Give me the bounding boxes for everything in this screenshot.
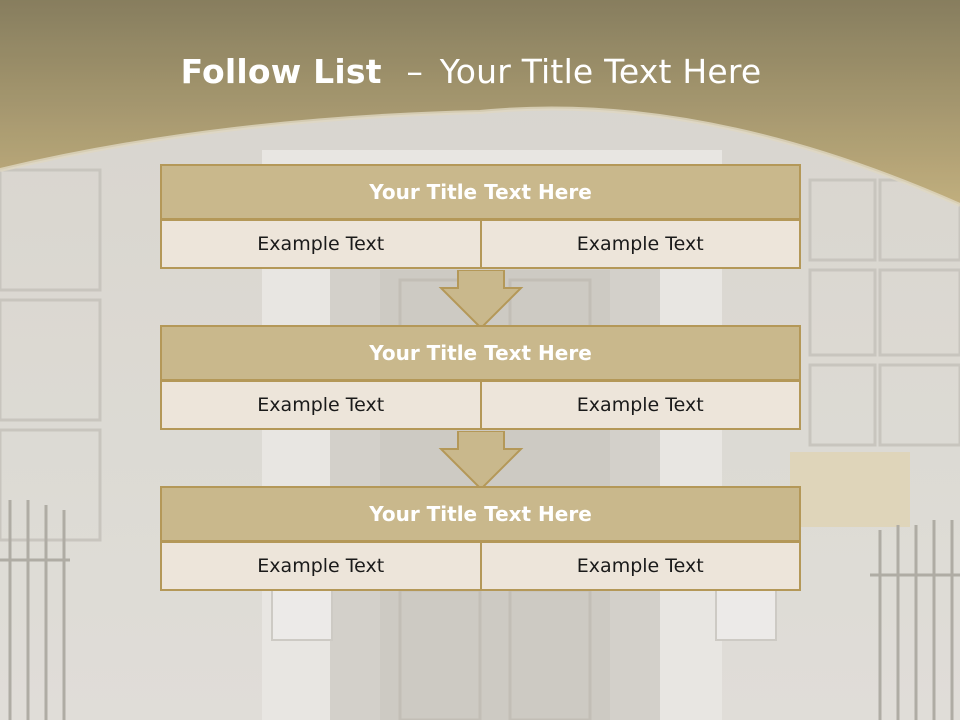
step-cell-right: Example Text xyxy=(479,219,801,269)
step-block: Your Title Text Here Example Text Exampl… xyxy=(160,164,801,269)
slide-title-rest: Your Title Text Here xyxy=(439,52,762,91)
down-arrow-icon xyxy=(438,270,524,330)
step-row: Example Text Example Text xyxy=(160,219,801,269)
step-row: Example Text Example Text xyxy=(160,380,801,430)
step-row: Example Text Example Text xyxy=(160,541,801,591)
step-title: Your Title Text Here xyxy=(160,486,801,542)
slide-title-bold: Follow List xyxy=(180,52,382,91)
step-title: Your Title Text Here xyxy=(160,325,801,381)
step-cell-right: Example Text xyxy=(479,541,801,591)
step-cell-left: Example Text xyxy=(160,219,482,269)
down-arrow-icon xyxy=(438,431,524,491)
step-cell-right: Example Text xyxy=(479,380,801,430)
step-block: Your Title Text Here Example Text Exampl… xyxy=(160,325,801,430)
slide-title-separator: – xyxy=(406,52,424,91)
step-block: Your Title Text Here Example Text Exampl… xyxy=(160,486,801,591)
step-cell-left: Example Text xyxy=(160,541,482,591)
slide-title: Follow List – Your Title Text Here xyxy=(0,52,942,91)
step-cell-left: Example Text xyxy=(160,380,482,430)
step-title: Your Title Text Here xyxy=(160,164,801,220)
